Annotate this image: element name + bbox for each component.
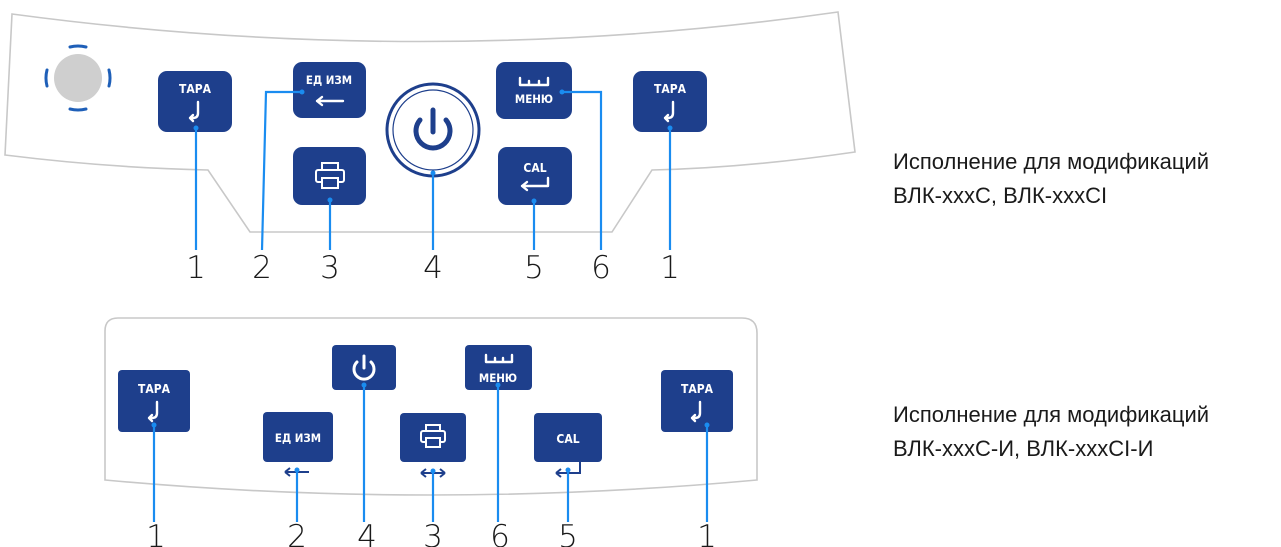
callout-number: 3 (423, 519, 443, 547)
bottom-panel: ТАРА ЕД ИЗМ МЕНЮ (104, 317, 758, 547)
units-button-label: ЕД ИЗМ (275, 431, 321, 445)
tare-button-right[interactable]: ТАРА (661, 370, 733, 432)
tare-arrow-icon (690, 400, 702, 423)
scale-bars-icon (518, 76, 550, 87)
top-panel: ТАРА ЕД ИЗМ МЕНЮ (4, 11, 856, 286)
tare-button-right[interactable]: ТАРА (633, 71, 707, 132)
tare-button-label: ТАРА (654, 82, 687, 96)
units-button-label: ЕД ИЗМ (306, 73, 352, 87)
scale-bars-icon (484, 353, 514, 364)
bottom-caption-line1: Исполнение для модификаций (893, 402, 1210, 427)
print-button[interactable] (400, 413, 466, 478)
tare-button-label: ТАРА (138, 382, 171, 396)
top-caption: Исполнение для модификаций ВЛК-хххС, ВЛК… (893, 145, 1281, 213)
menu-button-label: МЕНЮ (479, 371, 517, 385)
top-caption-line1: Исполнение для модификаций (893, 149, 1210, 174)
power-button[interactable] (385, 82, 481, 178)
menu-button-label: МЕНЮ (515, 92, 553, 106)
tare-button-label: ТАРА (681, 382, 714, 396)
menu-button[interactable]: МЕНЮ (465, 345, 532, 390)
callout-number: 5 (558, 519, 578, 547)
bottom-caption: Исполнение для модификаций ВЛК-хххС-И, В… (893, 398, 1281, 466)
callout-number: 6 (591, 250, 611, 286)
callout-numbers-bottom: 1 2 4 3 6 5 1 (146, 519, 717, 547)
callout-number: 4 (423, 250, 443, 286)
tare-button-left[interactable]: ТАРА (118, 370, 190, 432)
power-icon (413, 107, 453, 151)
menu-button[interactable]: МЕНЮ (496, 62, 572, 119)
left-arrow-icon (315, 95, 345, 107)
print-button[interactable] (293, 147, 366, 205)
callout-number: 1 (186, 250, 206, 286)
top-caption-line2: ВЛК-хххС, ВЛК-хххСI (893, 183, 1108, 208)
bottom-panel-outline (104, 317, 758, 496)
leader-lines-top (193, 89, 673, 251)
callout-number: 1 (660, 250, 680, 286)
enter-arrow-icon (555, 462, 581, 478)
leader-lines-bottom (151, 382, 710, 522)
callout-number: 6 (490, 519, 510, 547)
enter-arrow-icon (520, 176, 550, 192)
cal-button-label: CAL (523, 161, 546, 175)
units-button[interactable]: ЕД ИЗМ (263, 412, 333, 477)
tare-arrow-icon (188, 100, 200, 123)
units-button[interactable]: ЕД ИЗМ (293, 62, 366, 118)
callout-number: 1 (146, 519, 166, 547)
cal-button[interactable]: CAL (498, 147, 572, 205)
callout-number: 1 (697, 519, 717, 547)
tare-arrow-icon (147, 400, 159, 423)
printer-icon (420, 424, 446, 448)
callout-number: 4 (357, 519, 377, 547)
printer-icon (315, 162, 345, 189)
callout-number: 2 (287, 519, 307, 547)
callout-numbers-top: 1 2 3 4 5 6 1 (186, 250, 680, 286)
callout-number: 5 (524, 250, 544, 286)
power-button[interactable] (332, 345, 396, 390)
tare-button-label: ТАРА (179, 82, 212, 96)
bottom-caption-line2: ВЛК-хххС-И, ВЛК-хххСI-И (893, 436, 1154, 461)
callout-number: 3 (320, 250, 340, 286)
power-icon (352, 354, 376, 381)
cal-button[interactable]: CAL (534, 413, 602, 478)
level-bubble-icon (44, 44, 112, 112)
callout-number: 2 (252, 250, 272, 286)
tare-arrow-icon (663, 100, 675, 123)
cal-button-label: CAL (556, 432, 579, 446)
tare-button-left[interactable]: ТАРА (158, 71, 232, 132)
